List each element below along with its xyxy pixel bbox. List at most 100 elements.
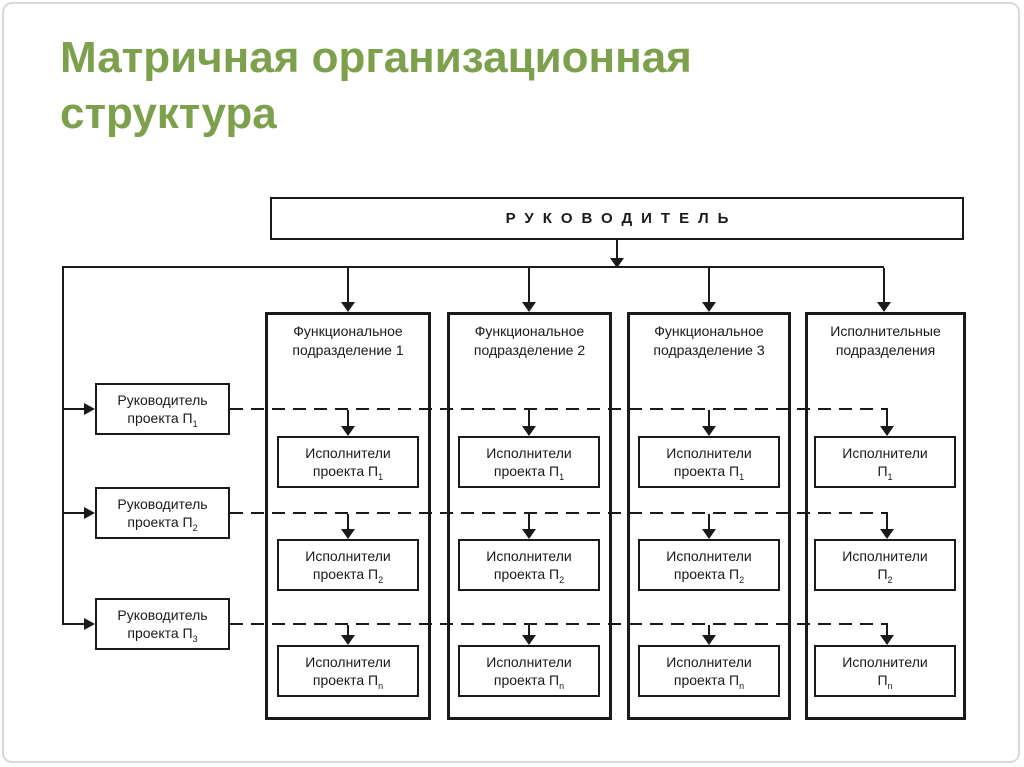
c2r1-line2: проекта П (493, 463, 560, 479)
connector-c2r1 (528, 410, 530, 427)
c2r3-sub: n (559, 680, 565, 691)
slide-title-line1: Матричная организационная (60, 33, 692, 82)
connector-c2r3 (528, 625, 530, 636)
dashed-line-project-2 (230, 512, 888, 514)
c1r3-sub: n (378, 680, 384, 691)
arrowhead-mgr1 (84, 403, 95, 415)
arrowhead-c3r3 (702, 635, 716, 645)
c4r3-sub: n (887, 680, 893, 691)
connector-c3r2 (708, 514, 710, 530)
connector-mgr3-branch (62, 623, 85, 625)
c3r3-line2: проекта П (673, 672, 740, 688)
c1r1-sub: 1 (378, 471, 384, 482)
connector-c4r1 (886, 408, 888, 427)
c2r1-line1: Исполнители (486, 445, 572, 461)
arrowhead-mgr3 (84, 618, 95, 630)
arrowhead-c4r2 (880, 529, 894, 539)
project-manager-2-box: Руководитель проекта П2 (95, 487, 230, 539)
connector-distribution-line (62, 266, 884, 268)
c3r3-sub: n (739, 680, 745, 691)
c4r3-line2: П (877, 672, 888, 688)
c4r3-line1: Исполнители (842, 654, 928, 670)
c2r3-line1: Исполнители (486, 654, 572, 670)
arrowhead-c2r2 (522, 529, 536, 539)
c4r1-sub: 1 (887, 471, 893, 482)
column1-header-line2: подразделение 1 (292, 342, 404, 358)
connector-col2-stem (528, 268, 530, 302)
executor-box-c4r1: Исполнители П1 (814, 436, 956, 488)
c1r3-line1: Исполнители (305, 654, 391, 670)
executor-box-c2r1: Исполнители проекта П1 (458, 436, 600, 488)
arrowhead-c1r2 (341, 529, 355, 539)
connector-mgr2-branch (62, 512, 85, 514)
c1r3-line2: проекта П (312, 672, 379, 688)
arrowhead-col4 (877, 302, 891, 312)
c2r3-line2: проекта П (493, 672, 560, 688)
arrowhead-col1 (341, 302, 355, 312)
c3r2-line2: проекта П (673, 566, 740, 582)
column1-header: Функциональное подразделение 1 (268, 322, 428, 360)
arrowhead-mgr2 (84, 507, 95, 519)
arrowhead-c4r3 (880, 635, 894, 645)
arrowhead-c4r1 (880, 426, 894, 436)
c1r1-line2: проекта П (312, 463, 379, 479)
slide-title: Матричная организационная структура (60, 30, 960, 142)
connector-mgr1-branch (62, 408, 85, 410)
column1-header-line1: Функциональное (293, 323, 403, 339)
executor-box-c2r3: Исполнители проекта Пn (458, 645, 600, 697)
arrowhead-c1r1 (341, 426, 355, 436)
c2r2-line2: проекта П (493, 566, 560, 582)
executor-box-c4r2: Исполнители П2 (814, 539, 956, 591)
c3r1-line1: Исполнители (666, 445, 752, 461)
c3r2-sub: 2 (739, 574, 745, 585)
director-label: РУКОВОДИТЕЛЬ (505, 210, 738, 227)
c4r2-sub: 2 (887, 574, 893, 585)
c4r2-line2: П (877, 566, 888, 582)
column3-header-line1: Функциональное (654, 323, 764, 339)
pm1-line1: Руководитель (117, 392, 208, 408)
connector-c1r2 (347, 514, 349, 530)
executor-box-c1r2: Исполнители проекта П2 (277, 539, 419, 591)
arrowhead-c2r1 (522, 426, 536, 436)
c2r2-line1: Исполнители (486, 548, 572, 564)
column3-header: Функциональное подразделение 3 (630, 322, 788, 360)
column3-header-line2: подразделение 3 (653, 342, 765, 358)
c1r2-line2: проекта П (312, 566, 379, 582)
pm2-sub: 2 (192, 522, 198, 533)
project-manager-3-box: Руководитель проекта П3 (95, 598, 230, 650)
c4r2-line1: Исполнители (842, 548, 928, 564)
executor-box-c3r3: Исполнители проекта Пn (638, 645, 780, 697)
director-box: РУКОВОДИТЕЛЬ (270, 197, 964, 240)
connector-col1-stem (347, 268, 349, 302)
connector-c3r3 (708, 625, 710, 636)
c1r2-sub: 2 (378, 574, 384, 585)
pm2-line1: Руководитель (117, 496, 208, 512)
connector-c1r1 (347, 410, 349, 427)
pm1-sub: 1 (192, 418, 198, 429)
c3r1-sub: 1 (739, 471, 745, 482)
c4r1-line1: Исполнители (842, 445, 928, 461)
connector-c1r3 (347, 625, 349, 636)
executor-box-c2r2: Исполнители проекта П2 (458, 539, 600, 591)
c2r2-sub: 2 (559, 574, 565, 585)
arrowhead-c3r2 (702, 529, 716, 539)
c2r1-sub: 1 (559, 471, 565, 482)
column4-header-line1: Исполнительные (830, 323, 941, 339)
executor-box-c3r1: Исполнители проекта П1 (638, 436, 780, 488)
c3r2-line1: Исполнители (666, 548, 752, 564)
connector-c3r1 (708, 410, 710, 427)
project-manager-1-box: Руководитель проекта П1 (95, 383, 230, 435)
connector-c4r2 (886, 512, 888, 530)
connector-left-trunk (62, 266, 64, 625)
column4-header-line2: подразделения (835, 342, 936, 358)
pm3-line1: Руководитель (117, 607, 208, 623)
arrowhead-c1r3 (341, 635, 355, 645)
executor-box-c4r3: Исполнители Пn (814, 645, 956, 697)
column4-header: Исполнительные подразделения (808, 322, 963, 360)
arrowhead-director (610, 258, 624, 268)
connector-c4r3 (886, 623, 888, 636)
arrowhead-c2r3 (522, 635, 536, 645)
arrowhead-col3 (702, 302, 716, 312)
executor-box-c3r2: Исполнители проекта П2 (638, 539, 780, 591)
dashed-line-project-3 (230, 623, 888, 625)
